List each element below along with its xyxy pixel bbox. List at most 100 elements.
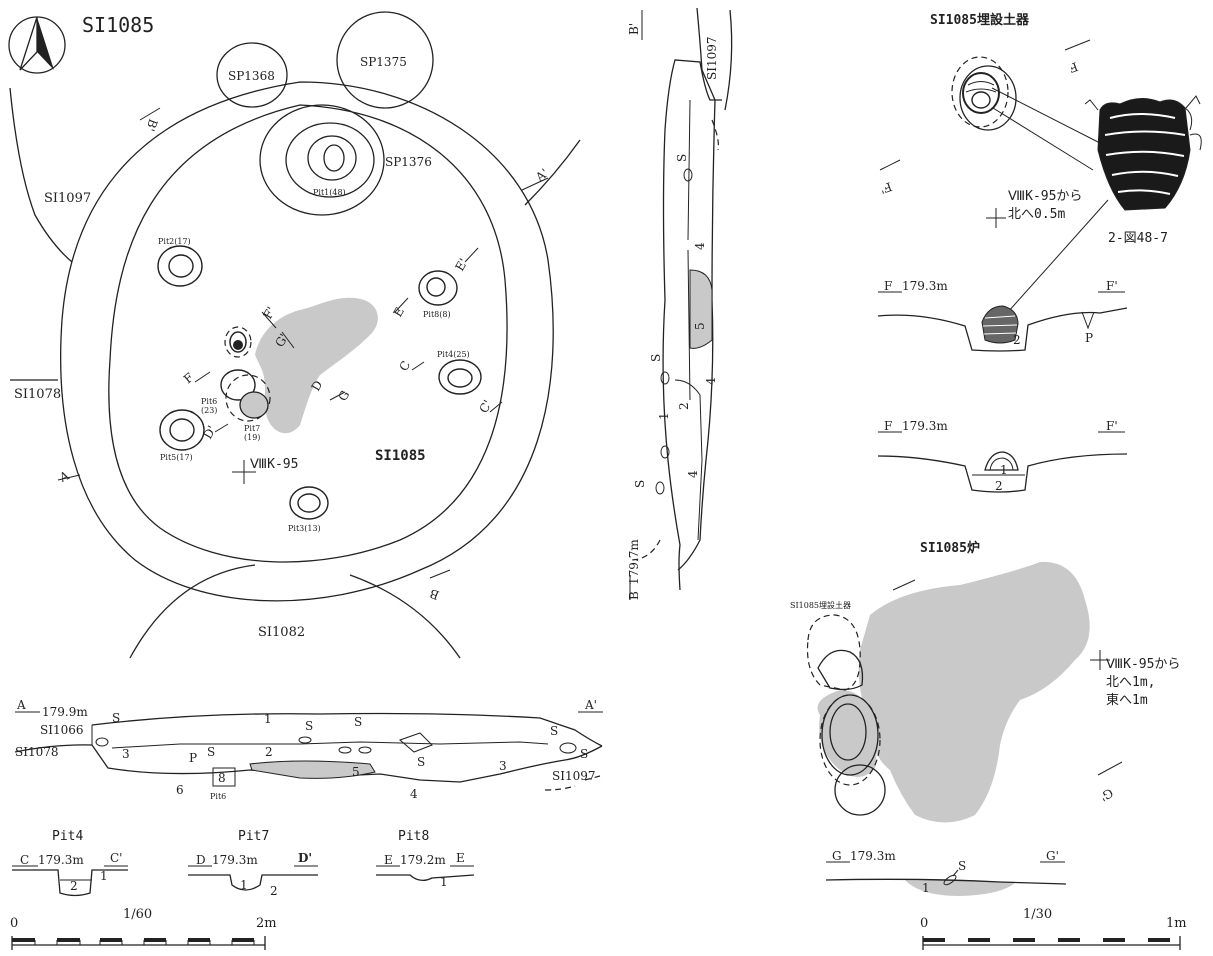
pit7-section-right: D' — [298, 851, 312, 865]
hearth-grid-note-2: 北へ1m, — [1106, 675, 1155, 690]
jar-sec1-right: F' — [1106, 279, 1118, 293]
hearth-sec-elevation: 179.3m — [850, 849, 896, 863]
jar-sec1-elevation: 179.3m — [902, 279, 948, 293]
pit6-pit7 — [220, 369, 271, 422]
pit6-label-count: (23) — [201, 406, 217, 415]
section-aa-layer: S — [580, 747, 588, 761]
hearth-pit2-outline — [834, 764, 886, 816]
section-aa-layer: 3 — [499, 759, 507, 773]
mark-c: C — [396, 359, 413, 374]
pit4-section-layer: 2 — [70, 879, 78, 893]
pit7-section-layer: 1 — [240, 878, 248, 892]
section-bb-layer5 — [689, 269, 713, 349]
section-ticks-1 — [261, 247, 479, 349]
section-aa-surface — [91, 712, 603, 747]
section-aa-layer: 4 — [410, 787, 418, 801]
section-bb-layer: 1 — [657, 412, 671, 420]
section-aa-layer: 3 — [122, 747, 130, 761]
scale-left-start: 0 — [10, 916, 18, 931]
scale-left-ratio: 1/60 — [123, 907, 152, 922]
section-pit7: Pit7 D 179.3m D' 1 2 — [188, 829, 318, 898]
pit3-label: Pit3(13) — [288, 524, 321, 533]
pit8-section-left: E — [384, 853, 393, 867]
jar-sec2-layer: 2 — [995, 479, 1003, 493]
stone-icon — [655, 481, 665, 495]
stone-icon — [338, 746, 352, 754]
hearth-lower-area — [817, 690, 877, 778]
mark-c-prime: C' — [476, 398, 494, 416]
pit8-section-title: Pit8 — [398, 829, 429, 844]
section-bb-si1097: SI1097 — [705, 37, 719, 81]
jar-grid-note-1: ⅧK-95から — [1008, 189, 1082, 204]
si1085-inner-outline — [108, 104, 508, 563]
hearth-grey-area — [858, 561, 1090, 823]
sp1375-label: SP1375 — [360, 55, 407, 69]
hearth-section: G 179.3m G' 1 S — [825, 849, 1067, 896]
section-aa-layer: S — [207, 745, 215, 759]
scale-bar-left: 0 1/60 2m — [10, 907, 277, 950]
section-aa-bb-ticks — [57, 107, 549, 579]
jar-pit-dashed — [951, 56, 1009, 128]
pit7-label: Pit7 — [244, 424, 260, 433]
scale-left-end: 2m — [256, 916, 277, 931]
hearth-plan-ticks — [892, 579, 1123, 776]
stone-icon — [660, 445, 670, 459]
stone-icon — [683, 168, 693, 182]
section-bb-elevation: 179.7m — [627, 539, 641, 585]
hearth-pit-inner — [829, 703, 867, 761]
pit4-section-right: C' — [110, 851, 122, 865]
mark-b: B — [428, 586, 441, 602]
section-bb-left-wall — [662, 59, 722, 591]
north-arrow-icon — [8, 16, 66, 74]
section-aa-layer: S — [354, 715, 362, 729]
pit3 — [289, 486, 329, 520]
section-bb-layer: 4 — [704, 377, 718, 385]
section-aa-pit6 — [212, 767, 236, 787]
hearth-sec-layer: S — [958, 859, 966, 873]
jar-section-2: F 179.3m F' 1 2 — [877, 419, 1128, 493]
pottery-jar-drawing — [1084, 95, 1202, 211]
pit4-section-title: Pit4 — [52, 829, 83, 844]
section-aa-layer: 5 — [352, 765, 360, 779]
section-bb-si1097-wall — [724, 9, 733, 111]
pit2 — [157, 245, 203, 287]
pit4-section-layer: 1 — [100, 869, 108, 883]
pit4-label: Pit4(25) — [437, 350, 470, 359]
pit8-label: Pit8(8) — [423, 310, 451, 319]
jar-sec2-layer: 1 — [1000, 463, 1008, 477]
section-aa-layer: S — [112, 711, 120, 725]
pit6-label: Pit6 — [201, 397, 217, 406]
pit8-section-right: E — [456, 851, 465, 865]
hearth-grid-note-3: 東へ1m — [1106, 692, 1148, 708]
section-aa-layer: 2 — [265, 745, 273, 759]
hearth-grid-note-1: ⅧK-95から — [1106, 657, 1180, 672]
stone-icon — [95, 737, 109, 747]
pit5 — [159, 409, 205, 451]
scale-bar-right: 0 1/30 1m — [920, 907, 1187, 950]
mark-g-prime: G' — [272, 331, 291, 349]
section-bb-dashed — [629, 119, 719, 561]
hearth-sec-left: G — [832, 849, 842, 863]
section-aa-layer: P — [189, 751, 197, 765]
stone-icon — [399, 732, 433, 753]
pit7-section-elevation: 179.3m — [212, 853, 258, 867]
pit8-section-elevation: 179.2m — [400, 853, 446, 867]
pit1-outline — [307, 135, 357, 181]
si1097-boundary — [9, 87, 73, 263]
pit8-section-layer: 1 — [440, 875, 448, 889]
pit7-section-layer: 2 — [270, 884, 278, 898]
scale-right-end: 1m — [1166, 916, 1187, 931]
section-bb-layer: S — [675, 154, 689, 162]
jar-plan-ticks — [879, 39, 1091, 171]
section-aa-layer: S — [417, 755, 425, 769]
buried-jar-fill — [233, 340, 243, 350]
hearth-jar-dashed — [806, 614, 861, 691]
section-aa-layer: 6 — [176, 783, 184, 797]
plan-title: SI1085 — [82, 13, 154, 37]
section-bb-layer: 4 — [693, 242, 707, 250]
pit5-label: Pit5(17) — [160, 453, 193, 462]
jar-leader-line — [1007, 199, 1109, 313]
section-bb-layer: 2 — [677, 402, 691, 410]
section-bb-layer: S — [633, 480, 647, 488]
stone-icon — [559, 742, 577, 754]
